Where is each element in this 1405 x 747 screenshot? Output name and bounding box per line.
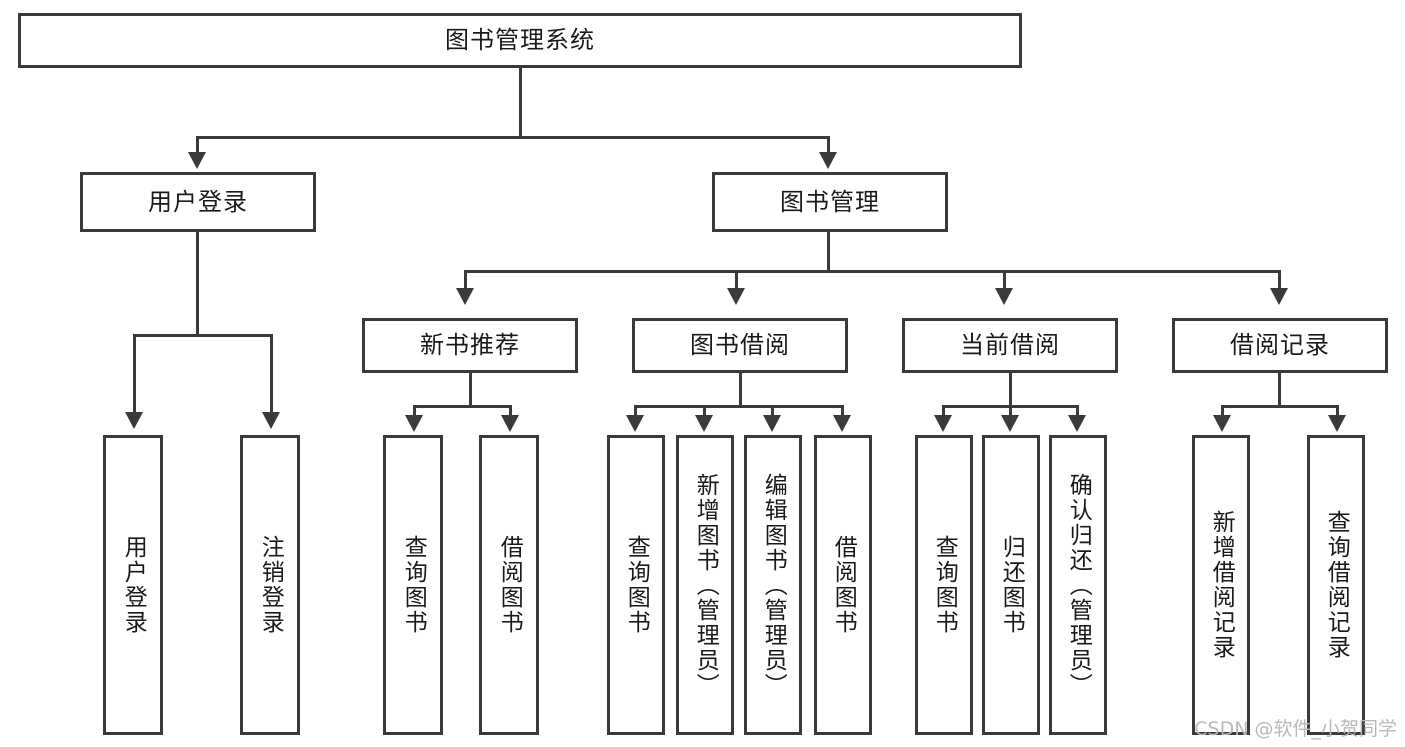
connector-root-bus (196, 136, 830, 139)
leaf-current-borrow-confirm-return-admin[interactable]: 确认归还（管理员） (1049, 435, 1107, 735)
connector-bm-branch-2 (735, 270, 738, 288)
arrow-root-to-book-management (819, 152, 837, 169)
arrow-new-book-leaf-2 (501, 415, 519, 432)
node-label: 当前借阅 (960, 331, 1060, 360)
connector-borrow-record-bus (1221, 405, 1339, 408)
connector-new-book-stem (469, 373, 472, 405)
arrow-bb-leaf-2 (695, 415, 713, 432)
connector-new-book-branch-2 (509, 405, 512, 417)
leaf-borrow-record-query-record[interactable]: 查询借阅记录 (1307, 435, 1365, 735)
arrow-bb-leaf-1 (626, 415, 644, 432)
connector-bb-branch-2 (703, 405, 706, 417)
node-label: 确认归还（管理员） (1065, 472, 1092, 698)
node-label: 图书借阅 (690, 331, 790, 360)
arrow-bm-to-current-borrow (995, 288, 1013, 305)
node-book-management[interactable]: 图书管理 (712, 172, 948, 232)
leaf-current-borrow-return-book[interactable]: 归还图书 (982, 435, 1040, 735)
node-label: 新增借阅记录 (1208, 510, 1235, 660)
connector-new-book-bus (413, 405, 512, 408)
connector-cb-branch-3 (1076, 405, 1079, 417)
arrow-bb-leaf-3 (763, 415, 781, 432)
connector-root-to-book-management (827, 136, 830, 154)
leaf-new-book-query-book[interactable]: 查询图书 (383, 435, 443, 735)
arrow-cb-leaf-2 (1001, 415, 1019, 432)
connector-borrow-record-stem (1278, 373, 1281, 405)
node-user-login[interactable]: 用户登录 (80, 172, 316, 232)
connector-bb-branch-4 (841, 405, 844, 417)
node-label: 图书管理 (780, 187, 880, 216)
csdn-watermark: CSDN @软件_小贺同学 (1194, 718, 1397, 740)
node-book-borrow[interactable]: 图书借阅 (632, 318, 848, 373)
connector-br-branch-1 (1221, 405, 1224, 417)
arrow-bm-to-borrow-record (1270, 288, 1288, 305)
connector-book-borrow-bus (634, 405, 844, 408)
connector-current-borrow-stem (1009, 373, 1012, 405)
node-current-borrow[interactable]: 当前借阅 (902, 318, 1118, 373)
arrow-new-book-leaf-1 (405, 415, 423, 432)
arrow-cb-leaf-1 (934, 415, 952, 432)
node-label: 借阅记录 (1230, 331, 1330, 360)
leaf-book-borrow-query-book[interactable]: 查询图书 (607, 435, 665, 735)
connector-bm-branch-1 (464, 270, 467, 288)
connector-book-management-bus (464, 270, 1281, 273)
arrow-br-leaf-2 (1328, 415, 1346, 432)
node-label: 查询图书 (623, 535, 650, 635)
leaf-book-borrow-edit-book-admin[interactable]: 编辑图书（管理员） (744, 435, 802, 735)
node-label: 新书推荐 (420, 331, 520, 360)
node-label: 查询图书 (400, 535, 427, 635)
arrow-user-login-leaf-2 (262, 412, 280, 429)
leaf-book-borrow-borrow-book[interactable]: 借阅图书 (814, 435, 872, 735)
arrow-bm-to-book-borrow (727, 288, 745, 305)
node-label: 图书管理系统 (445, 26, 595, 55)
connector-cb-branch-2 (1009, 405, 1012, 417)
connector-user-login-branch-2 (270, 334, 273, 414)
connector-bb-branch-3 (771, 405, 774, 417)
connector-user-login-stem (196, 232, 199, 334)
leaf-user-login-logout[interactable]: 注销登录 (240, 435, 300, 735)
connector-cb-branch-1 (942, 405, 945, 417)
node-label: 用户登录 (148, 187, 248, 216)
node-label: 查询图书 (931, 535, 958, 635)
node-borrow-record[interactable]: 借阅记录 (1172, 318, 1388, 373)
connector-book-borrow-stem (739, 373, 742, 405)
node-label: 用户登录 (120, 535, 147, 635)
leaf-borrow-record-add-record[interactable]: 新增借阅记录 (1192, 435, 1250, 735)
connector-root-to-user-login (196, 136, 199, 154)
node-label: 借阅图书 (496, 535, 523, 635)
node-new-book-recommend[interactable]: 新书推荐 (362, 318, 578, 373)
node-label: 新增图书（管理员） (692, 472, 719, 698)
node-root-book-management-system[interactable]: 图书管理系统 (18, 13, 1022, 68)
connector-user-login-branch-1 (133, 334, 136, 414)
connector-bm-branch-4 (1278, 270, 1281, 288)
connector-root-stem (519, 68, 522, 136)
node-label: 归还图书 (998, 535, 1025, 635)
node-label: 注销登录 (257, 535, 284, 635)
connector-br-branch-2 (1336, 405, 1339, 417)
leaf-user-login-login[interactable]: 用户登录 (103, 435, 163, 735)
arrow-cb-leaf-3 (1068, 415, 1086, 432)
connector-bb-branch-1 (634, 405, 637, 417)
connector-new-book-branch-1 (413, 405, 416, 417)
leaf-current-borrow-query-book[interactable]: 查询图书 (915, 435, 973, 735)
arrow-user-login-leaf-1 (125, 412, 143, 429)
connector-user-login-bus (133, 334, 273, 337)
node-label: 借阅图书 (830, 535, 857, 635)
arrow-br-leaf-1 (1213, 415, 1231, 432)
leaf-new-book-borrow-book[interactable]: 借阅图书 (479, 435, 539, 735)
leaf-book-borrow-add-book-admin[interactable]: 新增图书（管理员） (676, 435, 734, 735)
arrow-root-to-user-login (188, 152, 206, 169)
connector-book-management-stem (827, 232, 830, 270)
node-label: 编辑图书（管理员） (760, 472, 787, 698)
arrow-bb-leaf-4 (833, 415, 851, 432)
arrow-bm-to-new-book (456, 288, 474, 305)
node-label: 查询借阅记录 (1323, 510, 1350, 660)
connector-bm-branch-3 (1003, 270, 1006, 288)
